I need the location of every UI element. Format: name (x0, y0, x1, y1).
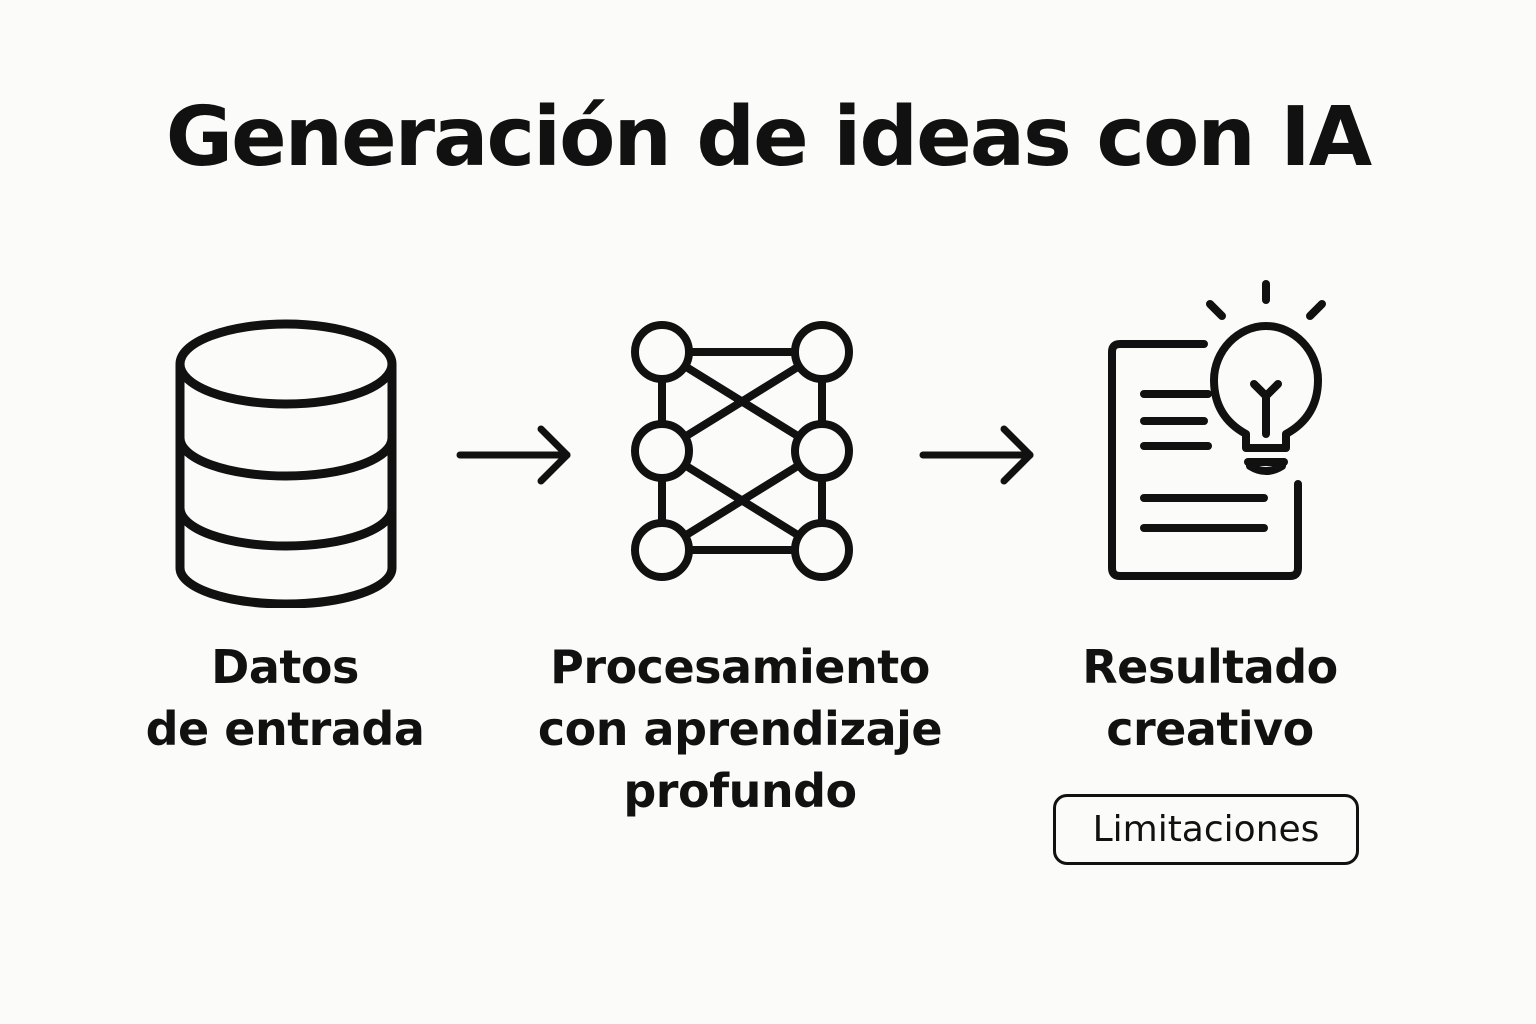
arrow-right-icon (919, 425, 1034, 485)
limitations-button[interactable]: Limitaciones (1053, 794, 1359, 865)
step-label-datos-de-entrada: Datos de entrada (145, 640, 425, 756)
arrow-right-icon (456, 425, 571, 485)
step-label-procesamiento: Procesamiento con aprendizaje profundo (537, 640, 943, 818)
step-label-resultado-creativo: Resultado creativo (1082, 640, 1338, 756)
diagram-title: Generación de ideas con IA (165, 90, 1372, 185)
document-lightbulb-icon (1108, 280, 1326, 580)
neural-network-icon (631, 321, 853, 581)
database-icon (175, 319, 397, 608)
